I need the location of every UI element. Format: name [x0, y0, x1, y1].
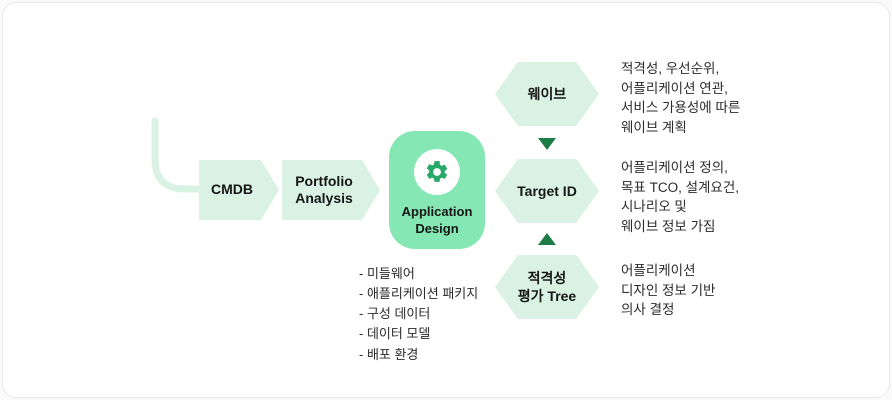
connector-curve: [151, 117, 205, 193]
gear-icon-circle: [414, 149, 460, 195]
node-target-id: Target ID: [495, 159, 599, 223]
design-item: - 데이터 모델: [359, 326, 431, 342]
node-eligibility-tree: 적격성 평가 Tree: [495, 255, 599, 319]
node-cmdb-label: CMDB: [211, 181, 253, 198]
node-application-design-label: Application Design: [401, 204, 473, 236]
arrow-up-icon: [538, 233, 556, 245]
node-eligibility-tree-label: 적격성 평가 Tree: [517, 269, 577, 304]
annotation-wave: 적격성, 우선순위, 어플리케이션 연관, 서비스 가용성에 따른 웨이브 계획: [621, 61, 741, 135]
node-portfolio-analysis-label: Portfolio Analysis: [295, 172, 353, 206]
annotation-target-id: 어플리케이션 정의, 목표 TCO, 설계요건, 시나리오 및 웨이브 정보 가…: [621, 160, 740, 234]
arrow-down-icon: [538, 138, 556, 150]
node-portfolio-analysis: Portfolio Analysis: [282, 160, 380, 220]
design-item: - 배포 환경: [359, 346, 419, 362]
node-application-design: Application Design: [389, 131, 485, 249]
design-item: - 애플리케이션 패키지: [359, 286, 479, 302]
design-item: - 구성 데이터: [359, 306, 431, 322]
node-wave: 웨이브: [495, 62, 599, 126]
node-target-id-label: Target ID: [517, 182, 577, 199]
gear-icon: [426, 161, 448, 182]
node-cmdb: CMDB: [199, 160, 279, 220]
annotation-eligibility-tree: 어플리케이션 디자인 정보 기반 의사 결정: [621, 263, 716, 318]
node-wave-label: 웨이브: [527, 85, 567, 102]
design-items-list: - 미들웨어 - 애플리케이션 패키지 - 구성 데이터 - 데이터 모델 - …: [359, 264, 478, 365]
design-item: - 미들웨어: [359, 266, 415, 281]
